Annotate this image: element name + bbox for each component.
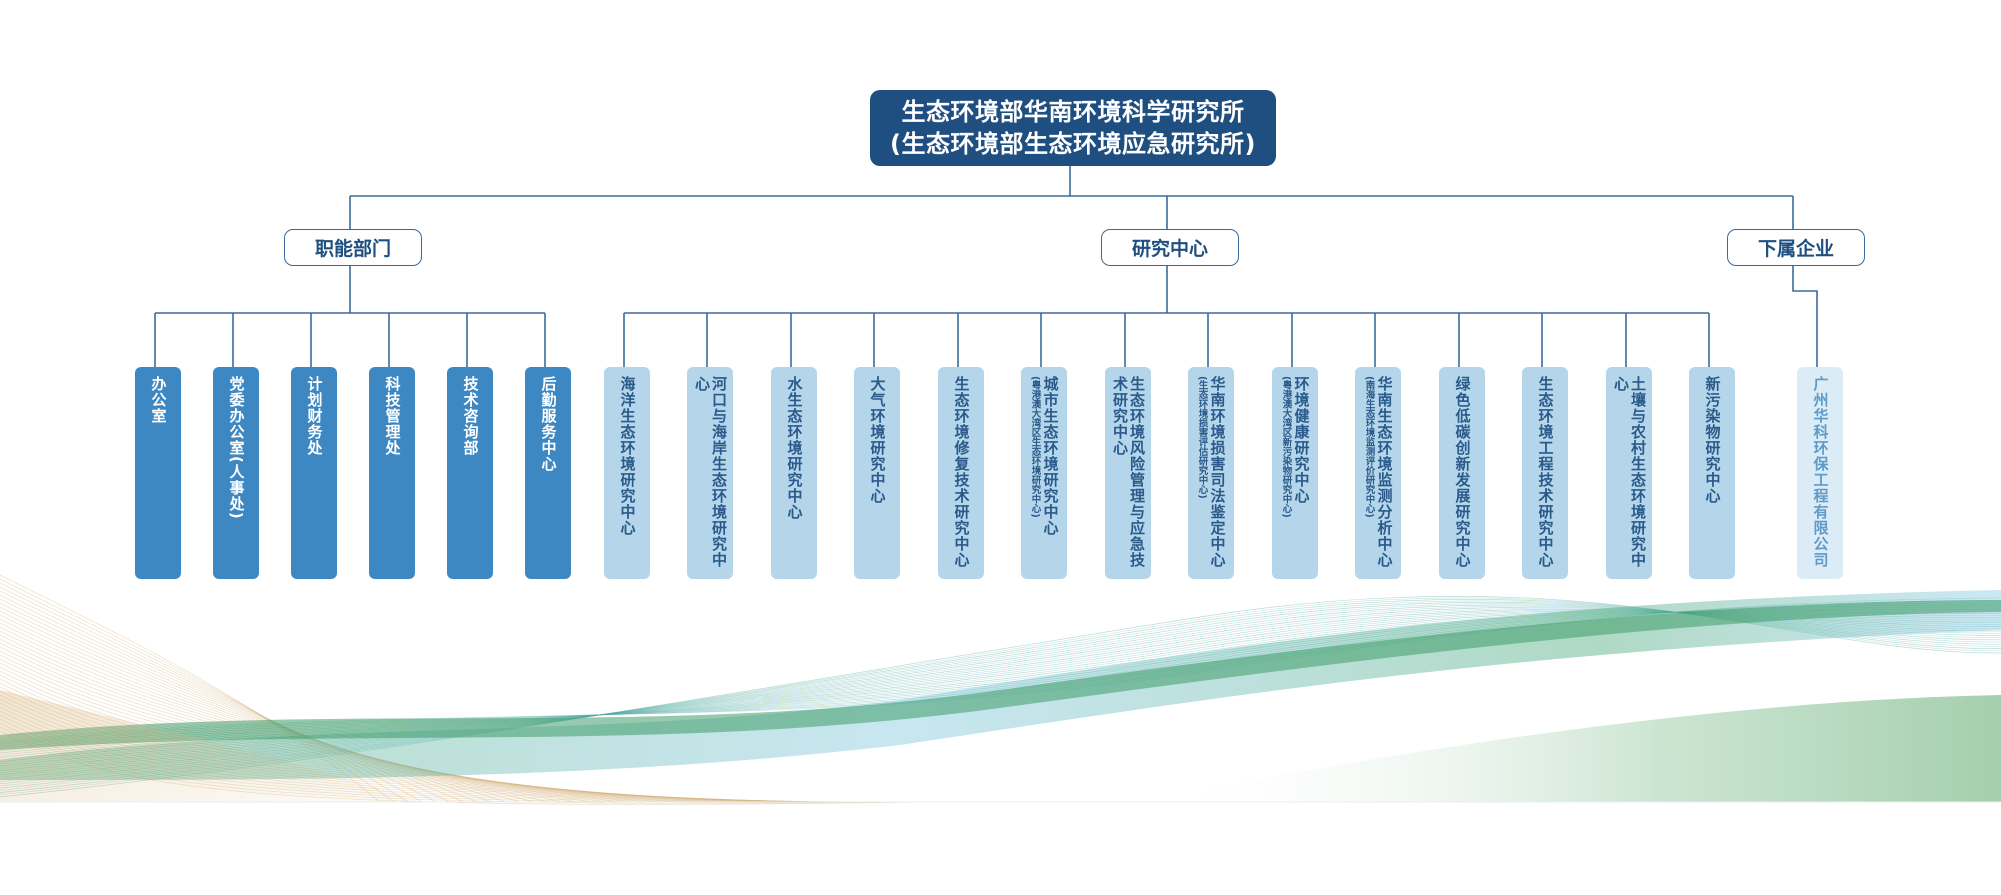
dept-party-office: 党委办公室(人事处): [213, 367, 259, 579]
center-soil-rural: 土壤与农村生态环境研究中心: [1606, 367, 1652, 579]
dept-logistics: 后勤服务中心: [525, 367, 571, 579]
center-label: 海洋生态环境研究中心: [618, 376, 637, 536]
center-label: 生态环境风险管理与应急技术研究中心: [1111, 376, 1146, 568]
center-restoration: 生态环境修复技术研究中心: [938, 367, 984, 579]
center-sub-label: (生态环境损害评估研究中心): [1196, 376, 1208, 499]
center-estuary-coast: 河口与海岸生态环境研究中心: [687, 367, 733, 579]
dept-finance: 计划财务处: [291, 367, 337, 579]
dept-technical-consulting: 技术咨询部: [447, 367, 493, 579]
dept-label: 计划财务处: [305, 376, 324, 456]
center-sub-label: (南海生态环境监测评价研究中心): [1363, 376, 1375, 518]
center-risk-emergency: 生态环境风险管理与应急技术研究中心: [1105, 367, 1151, 579]
center-label: 生态环境工程技术研究中心: [1536, 376, 1555, 568]
center-sub-label: (粤港澳大湾区生态环境研究中心): [1029, 376, 1041, 518]
center-label: 大气环境研究中心: [868, 376, 887, 504]
center-label: 环境健康研究中心: [1292, 376, 1311, 504]
center-urban: 城市生态环境研究中心 (粤港澳大湾区生态环境研究中心): [1021, 367, 1067, 579]
center-label: 生态环境修复技术研究中心: [952, 376, 971, 568]
dept-label: 党委办公室(人事处): [227, 376, 246, 520]
center-label: 土壤与农村生态环境研究中心: [1612, 376, 1647, 568]
subsidiary-company: 广州华科环保工程有限公司: [1797, 367, 1843, 579]
dept-label: 技术咨询部: [461, 376, 480, 456]
center-judicial-appraisal: 华南环境损害司法鉴定中心 (生态环境损害评估研究中心): [1188, 367, 1234, 579]
dept-office: 办公室: [135, 367, 181, 579]
category-research-centers: 研究中心: [1101, 229, 1239, 266]
dept-science-management: 科技管理处: [369, 367, 415, 579]
center-label: 水生态环境研究中心: [785, 376, 804, 520]
root-alt-name: (生态环境部生态环境应急研究所): [890, 130, 1256, 158]
dept-label: 后勤服务中心: [539, 376, 558, 472]
center-label: 河口与海岸生态环境研究中心: [693, 376, 728, 568]
center-label: 华南生态环境监测分析中心: [1375, 376, 1394, 568]
center-water: 水生态环境研究中心: [771, 367, 817, 579]
root-organization: 生态环境部华南环境科学研究所 (生态环境部生态环境应急研究所): [870, 90, 1276, 166]
center-label: 城市生态环境研究中心: [1041, 376, 1060, 536]
center-label: 绿色低碳创新发展研究中心: [1453, 376, 1472, 568]
center-label: 新污染物研究中心: [1703, 376, 1722, 504]
category-subsidiaries: 下属企业: [1727, 229, 1865, 266]
center-atmosphere: 大气环境研究中心: [854, 367, 900, 579]
center-monitoring-analysis: 华南生态环境监测分析中心 (南海生态环境监测评价研究中心): [1355, 367, 1401, 579]
center-low-carbon: 绿色低碳创新发展研究中心: [1439, 367, 1485, 579]
center-marine: 海洋生态环境研究中心: [604, 367, 650, 579]
category-functional-departments: 职能部门: [284, 229, 422, 266]
center-engineering: 生态环境工程技术研究中心: [1522, 367, 1568, 579]
center-new-pollutants: 新污染物研究中心: [1689, 367, 1735, 579]
root-name: 生态环境部华南环境科学研究所: [901, 98, 1245, 126]
subsidiary-label: 广州华科环保工程有限公司: [1811, 376, 1830, 568]
center-label: 华南环境损害司法鉴定中心: [1208, 376, 1227, 568]
center-sub-label: (粤港澳大湾区新污染物研究中心): [1280, 376, 1292, 518]
dept-label: 办公室: [149, 376, 168, 424]
dept-label: 科技管理处: [383, 376, 402, 456]
center-environmental-health: 环境健康研究中心 (粤港澳大湾区新污染物研究中心): [1272, 367, 1318, 579]
